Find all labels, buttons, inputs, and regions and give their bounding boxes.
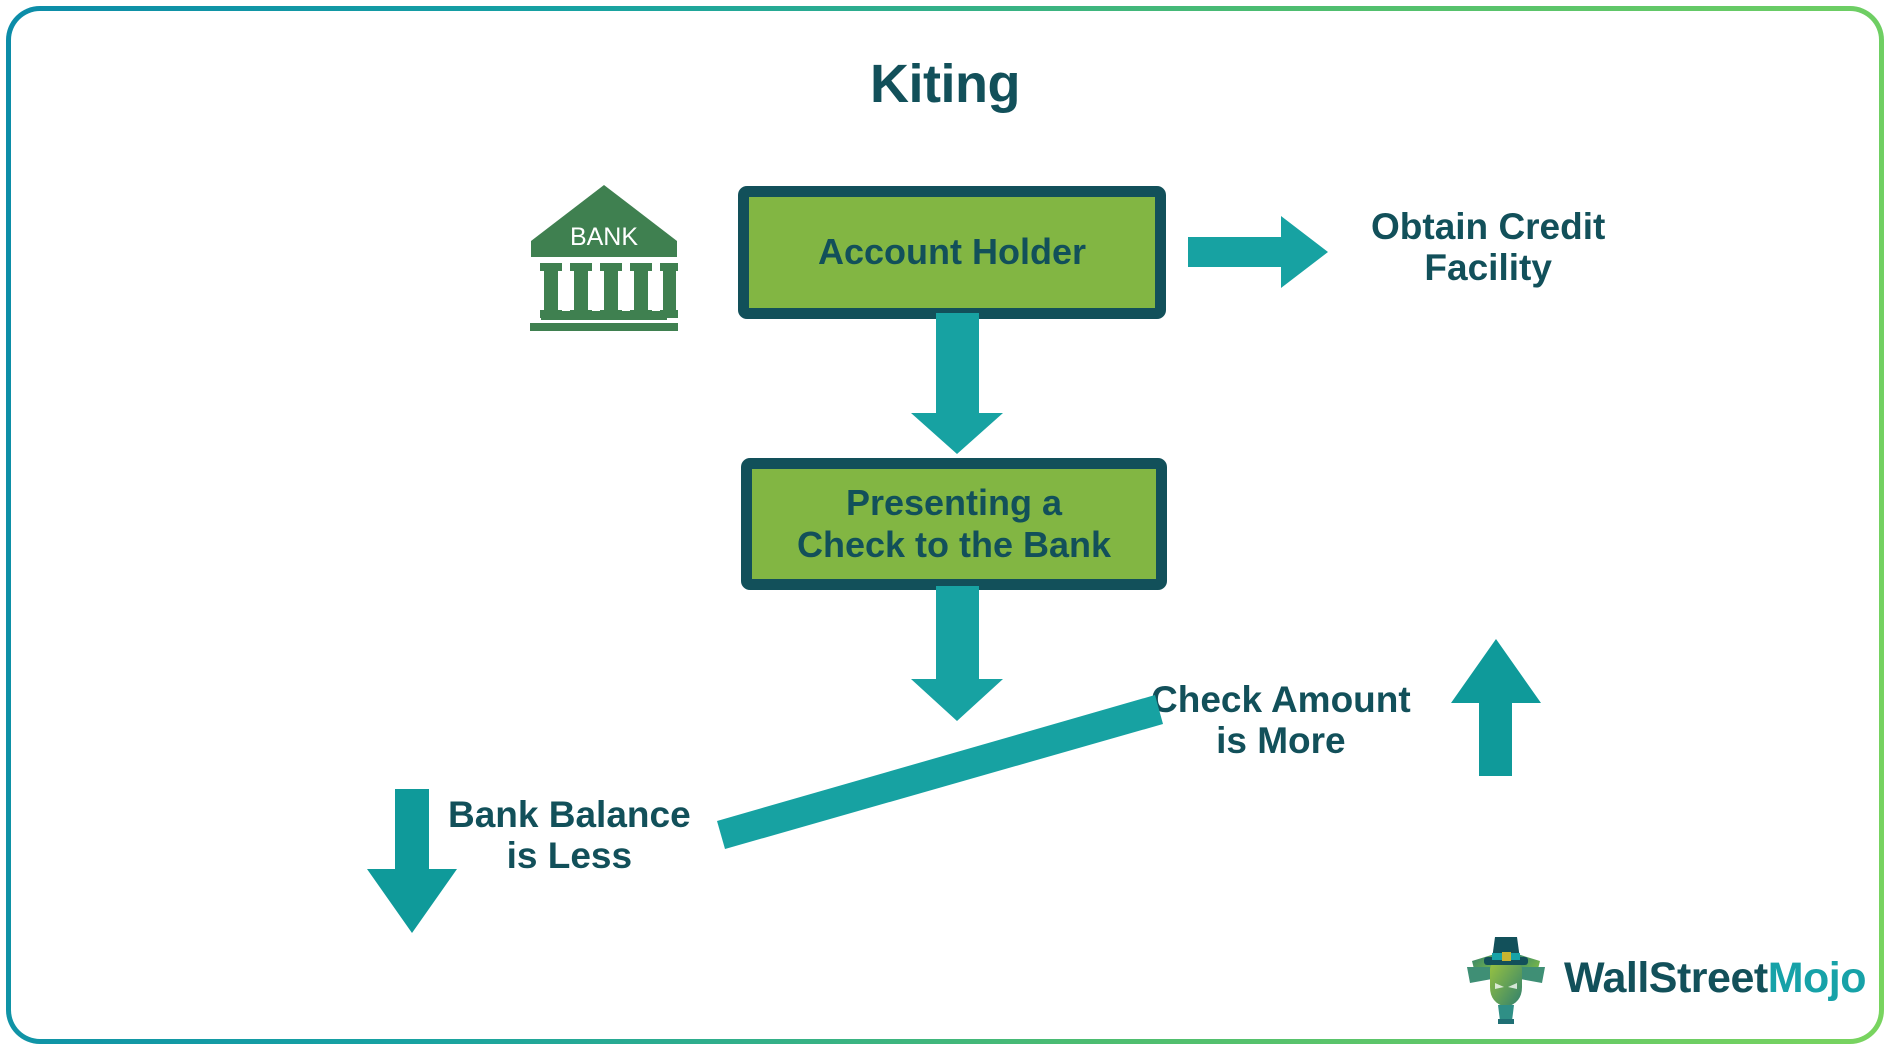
box-present-check-label-line2: Check to the Bank	[796, 524, 1112, 565]
logo-text-mojo: Mojo	[1767, 954, 1867, 1002]
arrow-check-amount-up	[1451, 639, 1541, 776]
box-account-holder-label: Account Holder	[817, 231, 1086, 273]
label-obtain-credit-line2: Facility	[1424, 247, 1552, 289]
seesaw-line	[717, 695, 1163, 849]
box-present-check[interactable]: Presenting a Check to the Bank	[741, 458, 1167, 590]
label-obtain-credit: Obtain Credit Facility	[1371, 206, 1605, 289]
box-present-check-label-line1: Presenting a	[845, 481, 1063, 523]
label-check-amount: Check Amount is More	[1151, 679, 1411, 762]
box-account-holder[interactable]: Account Holder	[738, 186, 1166, 319]
label-check-amount-line2: is More	[1216, 720, 1346, 762]
gradient-frame: Kiting BANK	[6, 6, 1884, 1044]
arrow-account-holder-to-credit	[1188, 216, 1328, 288]
infographic-body: Kiting BANK	[11, 11, 1879, 1039]
box-present-check-text: Presenting a Check to the Bank	[797, 482, 1111, 567]
label-bank-balance: Bank Balance is Less	[448, 794, 691, 877]
label-bank-balance-line1: Bank Balance	[448, 794, 691, 835]
arrow-bank-balance-down	[367, 789, 457, 933]
arrow-account-holder-to-check	[911, 313, 1003, 454]
wallstreetmojo-mascot	[1467, 936, 1545, 1024]
bank-icon-label: BANK	[570, 223, 638, 251]
logo-text-wallstreet: WallStreet	[1564, 954, 1768, 1002]
label-bank-balance-line2: is Less	[506, 835, 633, 877]
arrow-check-to-comparison	[911, 586, 1003, 721]
wallstreetmojo-logo[interactable]: WallStreetMojo	[1454, 921, 1867, 1036]
label-obtain-credit-line1: Obtain Credit	[1371, 206, 1606, 247]
page-title: Kiting	[870, 54, 1020, 114]
label-check-amount-line1: Check Amount	[1151, 679, 1411, 720]
bank-icon: BANK	[527, 183, 681, 331]
logo-wordmark: WallStreetMojo	[1564, 954, 1867, 1003]
